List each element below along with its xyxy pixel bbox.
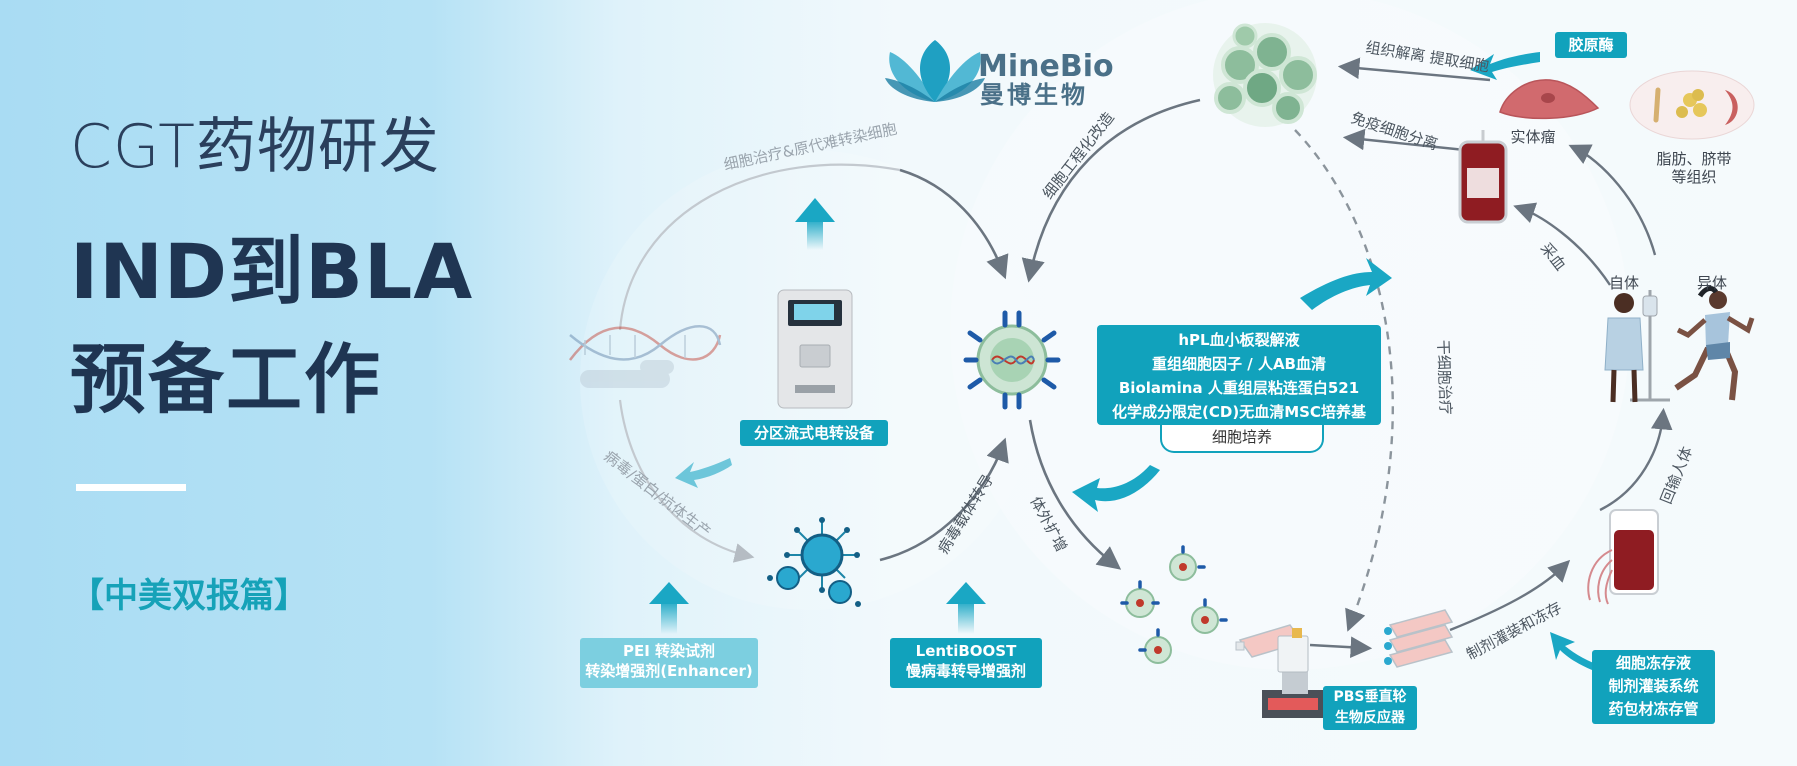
arrow-fill-freeze <box>1449 559 1571 632</box>
culture-line-2: 重组细胞因子 / 人AB血清 <box>1152 355 1326 373</box>
culture-tab: 细胞培养 <box>1160 425 1324 453</box>
label-cell-culture-products: hPL血小板裂解液 重组细胞因子 / 人AB血清 Biolamina 人重组层粘… <box>1097 325 1381 425</box>
cell-cluster-icon <box>1213 23 1317 127</box>
caption-tissue-line2: 等组织 <box>1671 168 1716 186</box>
caption-solid-tumor: 实体瘤 <box>1510 128 1555 146</box>
freeze-line-2: 制剂灌装系统 <box>1608 677 1699 695</box>
arrow-engineering <box>1021 98 1201 283</box>
arrow-reinfusion <box>1599 407 1673 512</box>
arrow-stem-cell-dashed <box>1294 129 1395 632</box>
freeze-line-1: 细胞冻存液 <box>1615 654 1691 672</box>
culture-line-4: 化学成分限定(CD)无血清MSC培养基 <box>1112 403 1366 421</box>
teal-left-arrow-virus <box>675 458 732 488</box>
teal-up-arrow-electro <box>795 198 835 250</box>
freeze-line-3: 药包材冻存管 <box>1608 700 1699 718</box>
electroporation-device-icon <box>777 289 853 409</box>
arrow-transduction <box>879 437 1009 562</box>
arrow-blood-collection <box>1513 202 1611 286</box>
title-divider <box>76 484 186 491</box>
subtitle: 【中美双报篇】 <box>70 576 308 616</box>
label-stem-cell: 干细胞治疗 <box>1434 340 1455 416</box>
lenti-line-2: 慢病毒转导增强剂 <box>905 662 1026 681</box>
label-reinfusion: 回输人体 <box>1657 444 1696 506</box>
teal-up-arrow-lenti <box>946 582 986 634</box>
logo-text-cn: 曼博生物 <box>980 81 1088 109</box>
title-line-3: 预备工作 <box>70 335 382 424</box>
teal-arrow-freeze <box>1550 632 1605 675</box>
title-line-2: IND到BLA <box>70 227 474 316</box>
teal-arrow-culture-out <box>1072 465 1160 512</box>
label-collagenase: 胶原酶 <box>1555 32 1627 58</box>
label-electroporation-device: 分区流式电转设备 <box>740 420 888 446</box>
arrow-to-center-top <box>899 168 1009 280</box>
electro-text: 分区流式电转设备 <box>753 424 874 442</box>
logo-text-en: MineBio <box>978 49 1114 84</box>
blood-bag-icon <box>1458 130 1508 224</box>
dna-helix-icon <box>569 325 722 388</box>
tissue-icon <box>1629 70 1755 140</box>
label-pbs-bioreactor: PBS垂直轮 生物反应器 <box>1323 686 1417 730</box>
pbs-line-2: 生物反应器 <box>1335 710 1405 726</box>
title-line-1: CGT药物研发 <box>70 112 440 182</box>
caption-autologous: 自体 <box>1609 274 1639 292</box>
engineered-cell-icon <box>963 310 1061 410</box>
pei-line-2: 转染增强剂(Enhancer) <box>585 662 753 681</box>
expanded-cells-icon <box>1120 545 1228 664</box>
teal-up-arrow-pei <box>649 582 689 634</box>
minebio-logo-mark <box>885 40 985 102</box>
teal-arrow-collagenase <box>1470 52 1540 80</box>
pbs-line-1: PBS垂直轮 <box>1333 689 1407 705</box>
label-lentiboost: LentiBOOST 慢病毒转导增强剂 <box>890 638 1042 688</box>
infusion-bag-icon <box>1587 509 1659 605</box>
bioreactor-icon <box>1262 628 1324 718</box>
caption-allogeneic: 异体 <box>1697 274 1727 292</box>
runner-icon <box>1674 286 1755 401</box>
culture-line-3: Biolamina 人重组层粘连蛋白521 <box>1118 379 1360 397</box>
arrow-immune-separation <box>1342 128 1466 152</box>
teal-arrow-culture-in <box>1300 258 1392 310</box>
pei-line-1: PEI 转染试剂 <box>622 642 716 660</box>
label-pei-reagent: PEI 转染试剂 转染增强剂(Enhancer) <box>580 638 758 688</box>
solid-tumor-icon <box>1499 79 1600 120</box>
virus-particles-icon <box>767 517 861 607</box>
caption-tissue-line1: 脂肪、脐带 <box>1656 150 1731 168</box>
culture-line-1: hPL血小板裂解液 <box>1178 331 1300 349</box>
culture-flask-icon <box>1235 609 1454 668</box>
arrow-tissue-dissociation <box>1337 57 1491 82</box>
arrow-expansion <box>1028 419 1122 570</box>
label-freezing-products: 细胞冻存液 制剂灌装系统 药包材冻存管 <box>1592 650 1715 724</box>
patient-icon <box>1604 290 1670 403</box>
lenti-line-1: LentiBOOST <box>915 642 1017 660</box>
